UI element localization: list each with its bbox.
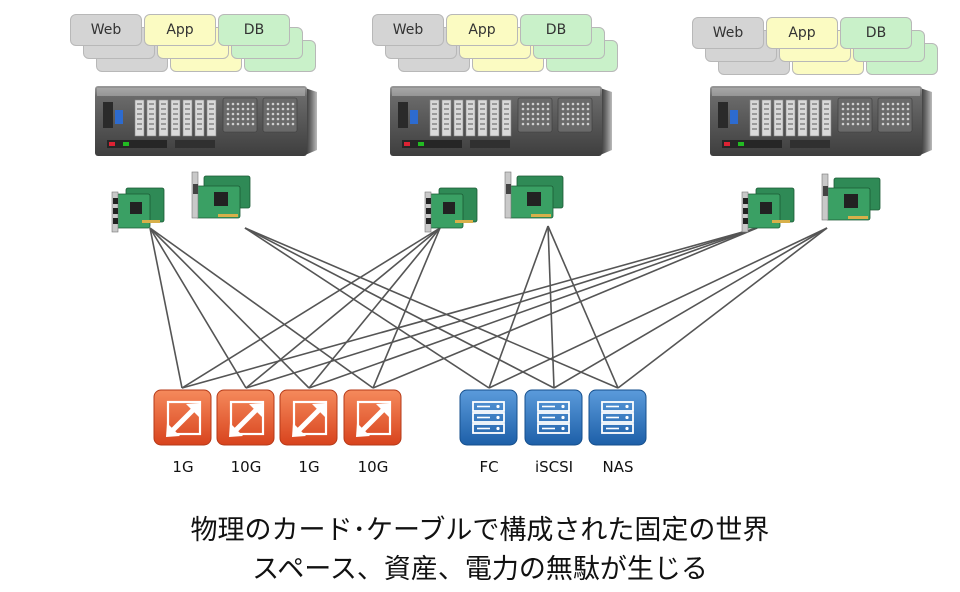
storage-server-icon xyxy=(524,389,583,446)
network-cable xyxy=(245,227,441,389)
network-port-icon xyxy=(343,389,402,446)
caption-line-2: スペース、資産、電力の無駄が生じる xyxy=(252,554,708,585)
storage-port-label: iSCSI xyxy=(534,458,574,476)
storage-port-label: FC xyxy=(479,458,499,476)
network-port-icon xyxy=(153,389,212,446)
storage-cable xyxy=(244,227,490,389)
storage-server-icon xyxy=(588,389,647,446)
network-cable xyxy=(149,227,247,389)
vm-db-card: DB xyxy=(520,14,592,46)
network-port-icon xyxy=(216,389,275,446)
network-port-label: 1G xyxy=(298,458,320,476)
network-cable xyxy=(149,227,310,389)
network-cable xyxy=(308,227,758,389)
rack-server xyxy=(710,86,932,156)
storage-cable xyxy=(547,225,619,389)
vm-app-card: App xyxy=(766,17,838,49)
vm-web-card: Web xyxy=(692,17,764,49)
storage-cable xyxy=(547,225,555,389)
network-cable xyxy=(149,227,183,389)
ethernet-nic-card xyxy=(424,187,478,233)
network-port-label: 1G xyxy=(172,458,194,476)
cable-group xyxy=(149,225,828,389)
storage-cable xyxy=(617,227,828,389)
network-cable xyxy=(181,227,441,389)
storage-cable xyxy=(488,227,828,389)
vm-web-card: Web xyxy=(372,14,444,46)
storage-cable xyxy=(244,227,555,389)
vm-app-card: App xyxy=(446,14,518,46)
rack-server xyxy=(390,86,612,156)
vm-db-card: DB xyxy=(840,17,912,49)
storage-cable xyxy=(553,227,828,389)
caption-line-1: 物理のカード･ケーブルで構成された固定の世界 xyxy=(190,515,770,546)
storage-cable xyxy=(488,225,549,389)
vm-app-card: App xyxy=(144,14,216,46)
network-cable xyxy=(245,227,758,389)
network-cable xyxy=(149,227,374,389)
topology-drawing xyxy=(95,86,932,446)
network-port-icon xyxy=(279,389,338,446)
fibre-hba-card xyxy=(191,171,251,219)
storage-server-icon xyxy=(459,389,518,446)
ethernet-nic-card xyxy=(111,187,165,233)
storage-cable xyxy=(244,227,619,389)
vm-db-card: DB xyxy=(218,14,290,46)
network-cable xyxy=(372,227,758,389)
vm-web-card: Web xyxy=(70,14,142,46)
network-port-label: 10G xyxy=(357,458,389,476)
fibre-hba-card xyxy=(504,171,564,219)
ethernet-nic-card xyxy=(741,187,795,233)
fibre-hba-card xyxy=(821,173,881,221)
rack-server xyxy=(95,86,317,156)
network-cable xyxy=(181,227,758,389)
storage-port-label: NAS xyxy=(602,458,634,476)
network-port-label: 10G xyxy=(230,458,262,476)
